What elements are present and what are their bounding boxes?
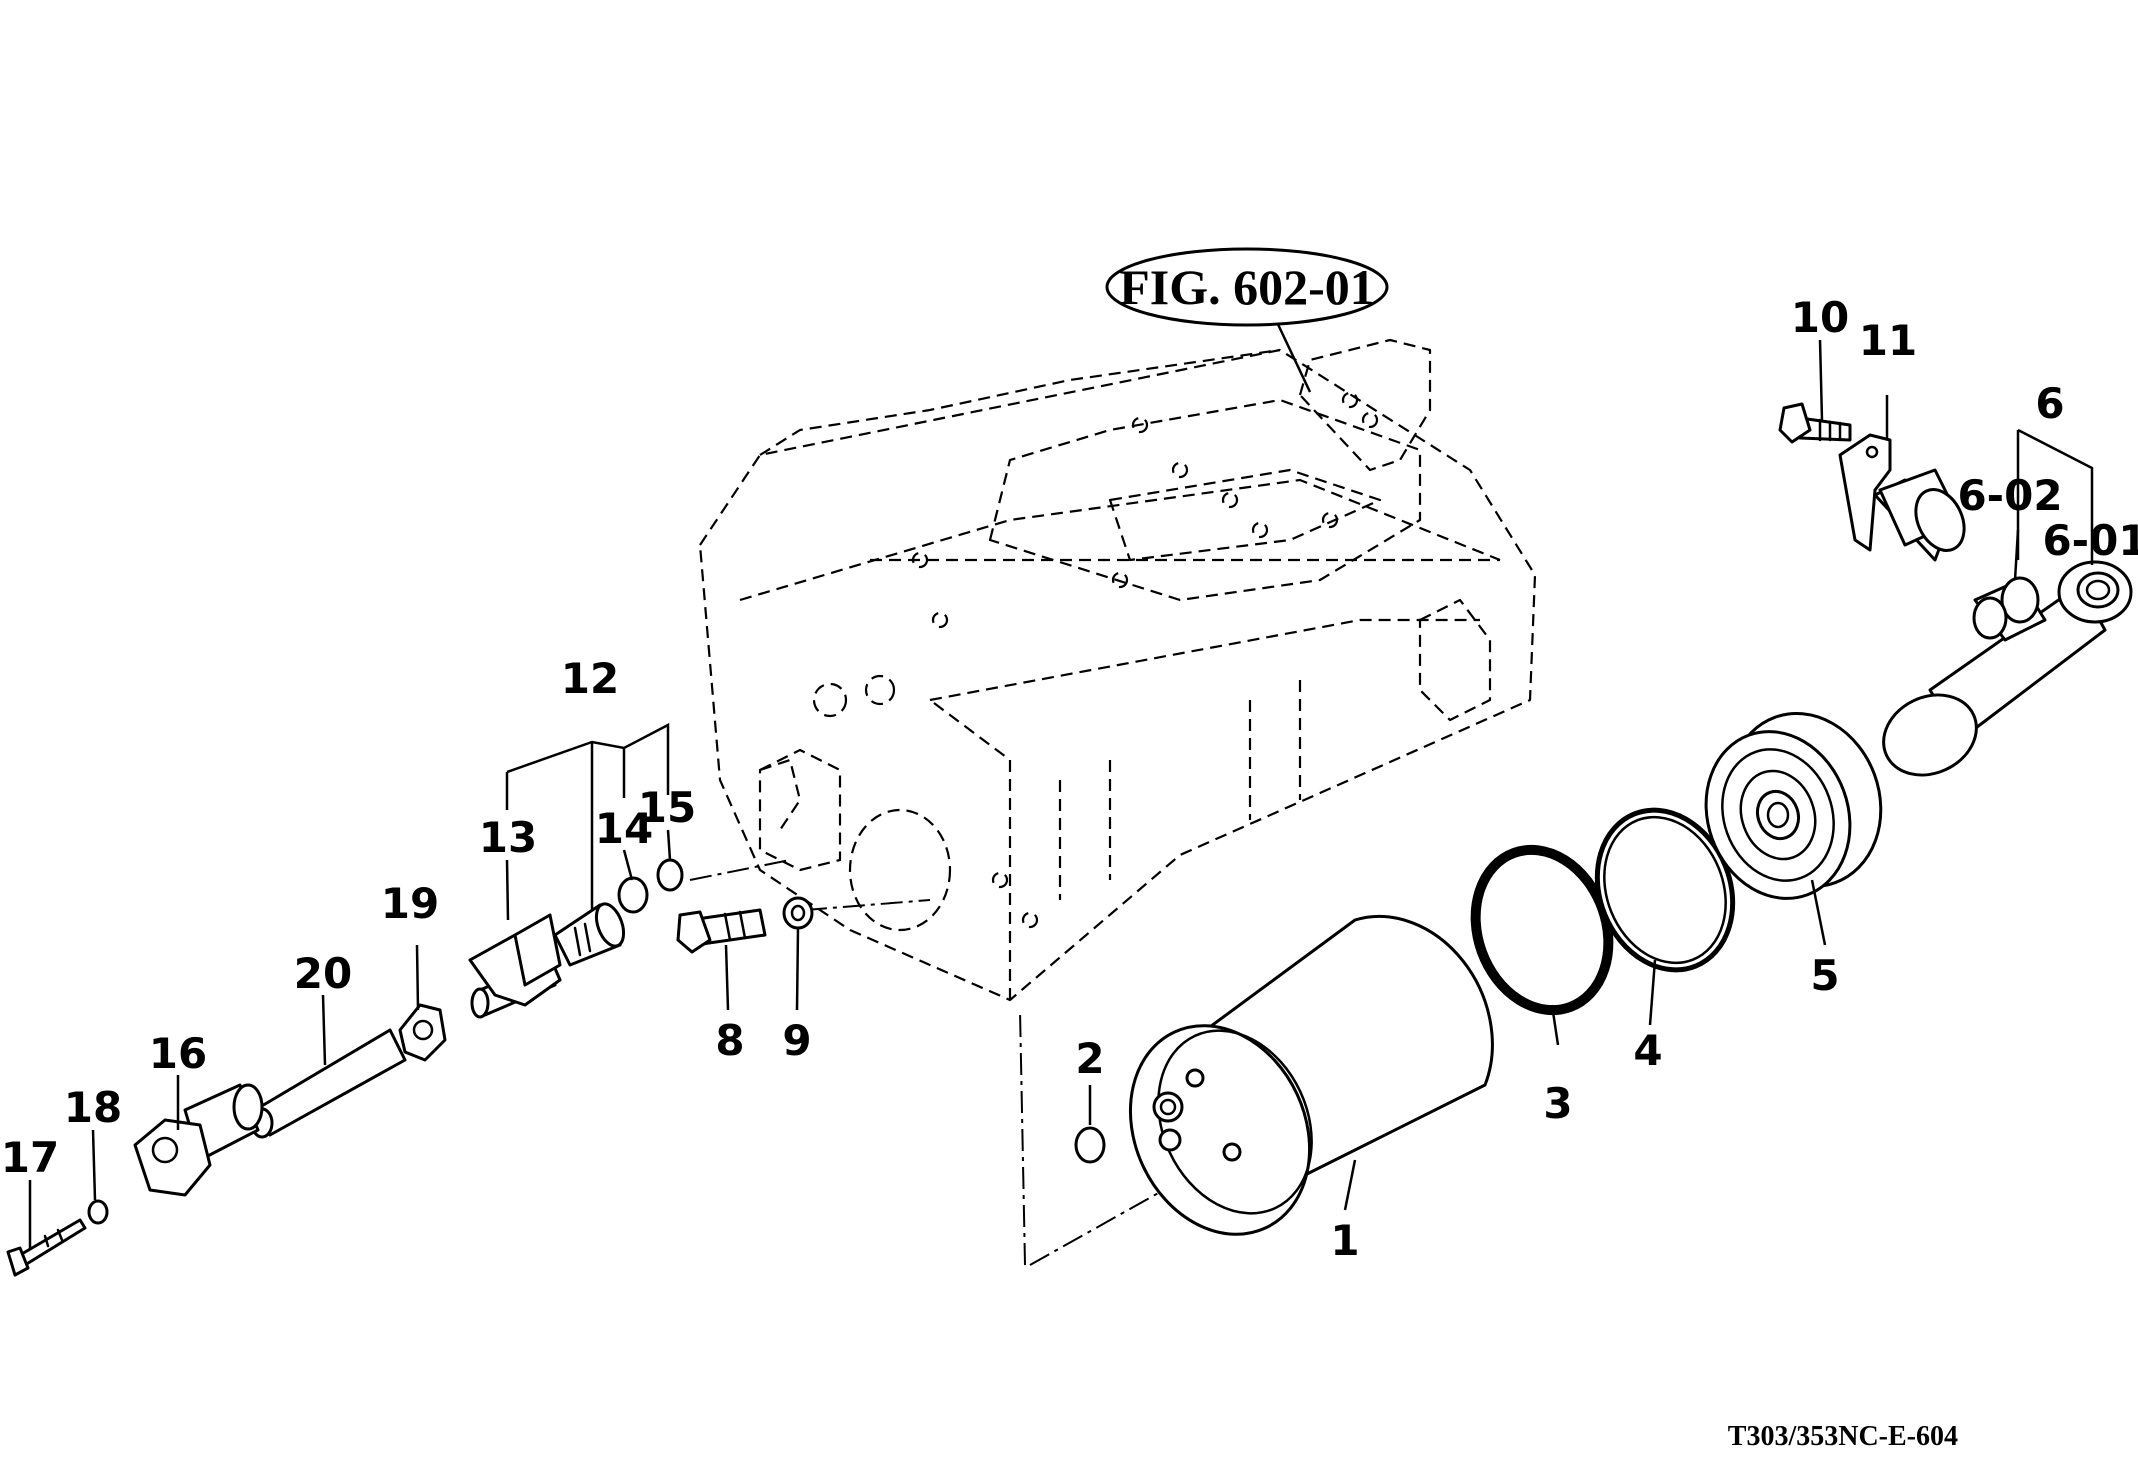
- label-part-20: 20: [294, 949, 352, 998]
- label-part-2: 2: [1075, 1034, 1104, 1083]
- label-part-18: 18: [64, 1083, 122, 1132]
- label-part-9: 9: [782, 1016, 811, 1065]
- part-9-washer: [782, 896, 814, 930]
- part-6-02-bushing: [1972, 576, 2047, 642]
- label-part-12: 12: [561, 654, 619, 703]
- label-part-4: 4: [1633, 1026, 1662, 1075]
- label-part-19: 19: [381, 879, 439, 928]
- label-part-14: 14: [595, 804, 653, 853]
- label-part-15: 15: [638, 783, 696, 832]
- part-10-bolt: [1778, 402, 1852, 444]
- part-6-01-connecting-rod: [1882, 560, 2133, 777]
- label-part-13: 13: [479, 813, 537, 862]
- part-labels: 1 2 3 4 5 6 6-01 6-02 8 9 10 11 12 13 14…: [1, 293, 2138, 1265]
- label-part-11: 11: [1859, 316, 1917, 365]
- part-13-valve-body: [468, 902, 626, 1019]
- figure-reference-callout[interactable]: FIG. 602-01: [1105, 247, 1389, 327]
- part-17-bolt: [6, 1218, 87, 1277]
- figure-reference-text: FIG. 602-01: [1119, 259, 1375, 315]
- label-part-10: 10: [1791, 293, 1849, 342]
- label-part-6: 6: [2035, 379, 2064, 428]
- label-part-8: 8: [715, 1016, 744, 1065]
- part-2-o-ring: [1074, 1126, 1106, 1164]
- part-19-nut: [398, 1003, 447, 1062]
- label-part-17: 17: [1, 1133, 59, 1182]
- part-18-washer: [87, 1199, 109, 1225]
- part-14-o-ring: [617, 876, 649, 914]
- leader-lines: [28, 339, 2094, 1250]
- label-part-3: 3: [1543, 1079, 1572, 1128]
- part-16-lever: [133, 1083, 264, 1197]
- part-15-o-ring: [656, 858, 684, 892]
- label-part-5: 5: [1810, 951, 1839, 1000]
- label-part-1: 1: [1330, 1216, 1359, 1265]
- label-part-6-01: 6-01: [2042, 516, 2138, 565]
- housing-reference-outline: [689, 317, 1537, 1266]
- label-part-16: 16: [149, 1029, 207, 1078]
- part-5-piston: [1704, 712, 1883, 900]
- part-11-pin-plate: [1838, 433, 1966, 562]
- drawing-code: T303/353NC-E-604: [1728, 1421, 1958, 1452]
- label-part-6-02: 6-02: [1957, 471, 2062, 520]
- part-20-rod: [250, 1028, 407, 1139]
- part-8-bolt: [676, 908, 767, 954]
- part-1-cylinder: [1128, 914, 1494, 1236]
